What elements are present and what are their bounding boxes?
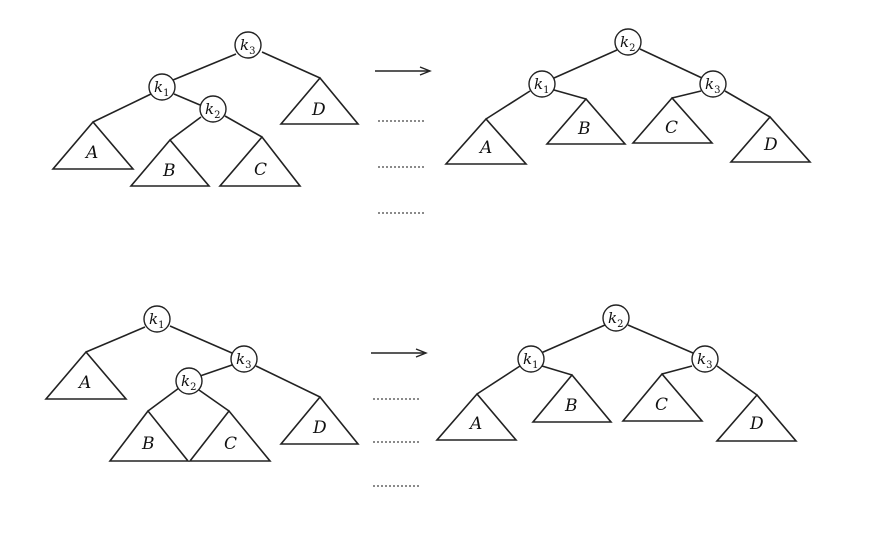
edge-k2-C (224, 115, 263, 138)
edge-k3-C (671, 90, 702, 99)
edge-k3-k1 (172, 53, 237, 81)
subtree-C (188, 409, 272, 462)
node-k2 (199, 95, 227, 123)
edge-k1-k3 (169, 325, 233, 354)
subtree-C-label: C (665, 118, 678, 138)
subtree-A-label: A (77, 373, 91, 393)
node-k2 (614, 28, 642, 56)
edge-k3-D (724, 90, 771, 118)
edge-k1-k2 (173, 93, 201, 106)
node-k1-label: k1 (149, 310, 164, 331)
subtree-B-label: B (564, 396, 578, 416)
edge-k1-A (92, 93, 152, 123)
top-right-tree: A B C D k2 k1 k3 (444, 28, 812, 165)
node-k3 (230, 345, 258, 373)
node-k2-label: k2 (620, 33, 635, 54)
subtree-C (621, 372, 704, 422)
edge-k2-B (147, 387, 180, 412)
node-k1-label: k1 (523, 350, 538, 371)
subtree-C-label: C (254, 160, 267, 180)
subtree-A-label: A (478, 138, 492, 158)
subtree-B-label: B (141, 434, 155, 454)
node-k2-label: k2 (181, 372, 196, 393)
subtree-B-label: B (162, 161, 176, 181)
edge-k1-B (541, 365, 573, 376)
subtree-D-label: D (312, 418, 327, 438)
subtree-B (545, 97, 627, 145)
edge-k3-D (261, 51, 321, 79)
edge-k2-C (198, 389, 230, 412)
subtree-D (729, 115, 812, 163)
subtree-D (279, 395, 360, 445)
edge-k2-k3 (627, 324, 694, 354)
node-k1 (143, 305, 171, 333)
subtree-A (44, 350, 128, 400)
subtree-A-label: A (468, 414, 482, 434)
subtree-B (108, 409, 190, 462)
top-transition (375, 66, 432, 214)
edge-k1-A (476, 365, 521, 395)
node-k1 (517, 345, 545, 373)
node-k3 (234, 31, 262, 59)
edge-k3-D (255, 365, 321, 398)
edge-k2-k1 (553, 49, 618, 79)
node-k2 (602, 304, 630, 332)
subtree-C-label: C (655, 395, 668, 415)
subtree-B-label: B (577, 119, 591, 139)
node-k3-label: k3 (236, 350, 251, 371)
subtree-C (218, 135, 302, 187)
subtree-C-label: C (224, 434, 237, 454)
node-k1 (528, 70, 556, 98)
top-arrow-head (419, 66, 432, 76)
subtree-B (129, 138, 211, 187)
edge-k3-D (716, 365, 758, 396)
edge-k1-B (553, 89, 587, 100)
node-k2 (175, 367, 203, 395)
node-k3 (691, 345, 719, 373)
node-k3-label: k3 (240, 36, 255, 57)
subtree-A (444, 117, 528, 165)
edge-k2-k3 (639, 48, 703, 79)
subtree-C (631, 96, 714, 144)
bottom-arrow-head (415, 348, 428, 358)
edge-k3-k2 (199, 364, 233, 377)
node-k1 (148, 73, 176, 101)
subtree-B (531, 373, 613, 423)
bottom-transition (371, 348, 428, 487)
edge-k1-A (485, 90, 531, 120)
edge-k2-k1 (540, 324, 606, 354)
subtree-D (715, 393, 798, 442)
node-k3-label: k3 (697, 350, 712, 371)
node-k3 (699, 70, 727, 98)
subtree-D-label: D (763, 135, 778, 155)
subtree-D (279, 76, 360, 125)
node-k2-label: k2 (205, 100, 220, 121)
top-left-tree: A B C D k3 k1 k2 (51, 31, 360, 187)
bottom-left-tree: A B C D k1 k3 k2 (44, 305, 360, 462)
subtree-A (435, 392, 518, 441)
node-k1-label: k1 (154, 78, 169, 99)
edge-k2-B (169, 116, 202, 141)
bottom-right-tree: A B C D k2 k1 k3 (435, 304, 798, 442)
edge-k1-A (85, 326, 146, 353)
subtree-A (51, 120, 135, 170)
edge-k3-C (661, 365, 693, 375)
subtree-A-label: A (84, 143, 98, 163)
node-k3-label: k3 (705, 75, 720, 96)
node-k1-label: k1 (534, 75, 549, 96)
subtree-D-label: D (311, 100, 326, 120)
subtree-D-label: D (749, 414, 764, 434)
node-k2-label: k2 (608, 309, 623, 330)
